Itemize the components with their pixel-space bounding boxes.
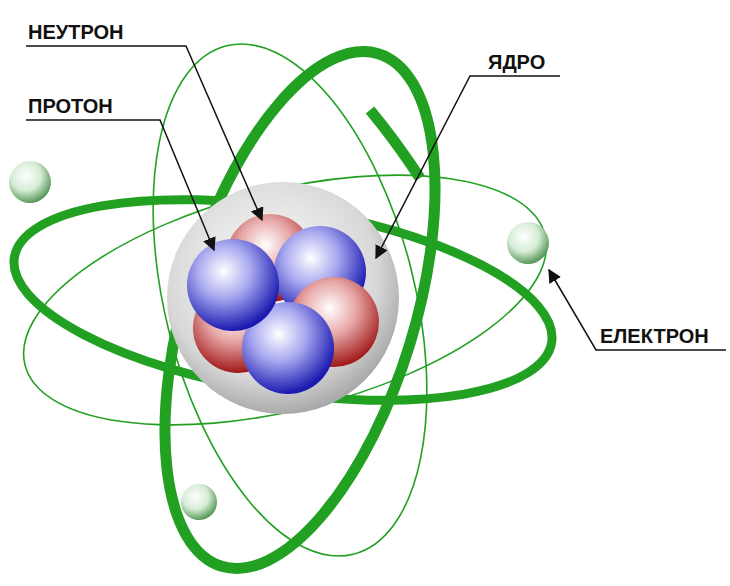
orbit (112, 20, 489, 586)
electron (507, 222, 549, 264)
nucleus (167, 182, 399, 414)
leader-line (26, 46, 262, 220)
electron (181, 484, 217, 520)
leader-line (376, 76, 560, 258)
proton (187, 239, 279, 331)
orbits (0, 16, 572, 586)
leader-line (549, 270, 726, 350)
nucleons (187, 214, 379, 394)
electron (9, 161, 51, 203)
leader-line (26, 120, 214, 250)
orbit (0, 167, 566, 434)
orbit (0, 128, 572, 471)
leader-lines (26, 46, 726, 350)
callout-label: ЯДРО (488, 52, 545, 72)
callout-label: ЕЛЕКТРОН (600, 326, 709, 346)
callout-label: НЕУТРОН (28, 22, 124, 42)
callout-label: ПРОТОН (28, 96, 113, 116)
orbit (105, 16, 474, 585)
orbit (370, 110, 420, 178)
